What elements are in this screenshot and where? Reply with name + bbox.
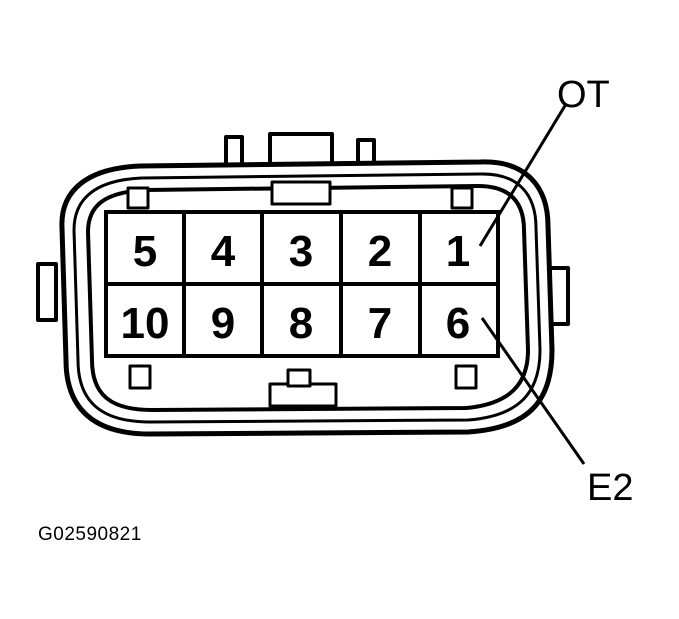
pin-label-4: 4: [211, 227, 236, 276]
pin-label-9: 9: [211, 299, 235, 348]
leader-line-ot: [478, 103, 568, 247]
inner-notch-top-center: [270, 180, 332, 206]
pin-label-5: 5: [133, 227, 157, 276]
pin-label-8: 8: [289, 299, 313, 348]
top-tab-left: [224, 135, 244, 167]
top-tab-center: [268, 132, 334, 168]
leader-line-e2: [480, 317, 586, 465]
pin-label-3: 3: [289, 227, 313, 276]
pin-label-1: 1: [446, 227, 470, 276]
housing-inner-wall: [86, 184, 530, 412]
housing-outer-inner-line: [72, 172, 542, 424]
pin-label-2: 2: [368, 227, 392, 276]
callout-label-e2: E2: [587, 467, 633, 509]
inner-notch-top-left: [126, 186, 150, 210]
terminal-grid: [104, 210, 500, 358]
inner-notch-bottom-left: [128, 364, 152, 390]
inner-notch-top-right: [450, 186, 474, 210]
inner-notch-bottom-center-inner: [286, 368, 312, 388]
pin-label-7: 7: [368, 299, 392, 348]
pin-label-6: 6: [446, 299, 470, 348]
figure-id: G02590821: [38, 524, 142, 545]
inner-notch-bottom-right: [454, 364, 478, 390]
pin-label-10: 10: [121, 299, 170, 348]
callout-label-ot: OT: [557, 74, 610, 116]
side-tab-left: [36, 262, 58, 322]
